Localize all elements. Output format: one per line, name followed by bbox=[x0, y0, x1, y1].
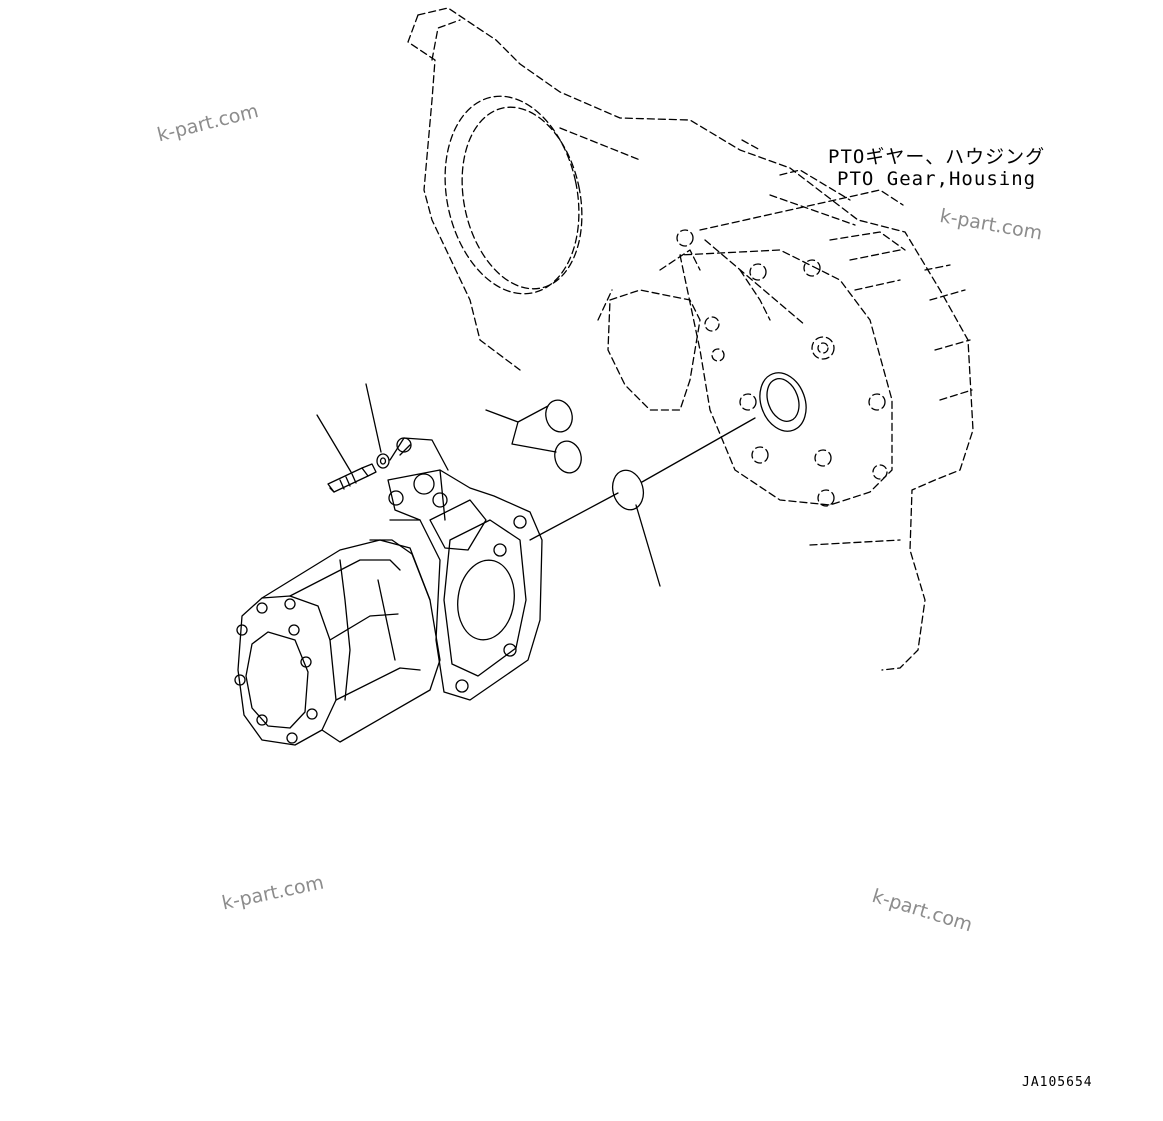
o-ring-upper bbox=[545, 399, 573, 433]
lock-washer bbox=[376, 453, 390, 469]
bolt-leader bbox=[316, 414, 352, 473]
leader-lines bbox=[316, 383, 756, 587]
drawing-id: JA105654 bbox=[1022, 1075, 1093, 1090]
mounting-bolt bbox=[327, 463, 377, 493]
o-ring-large bbox=[611, 469, 645, 511]
pto-gear-housing bbox=[407, 7, 974, 671]
o-ring-large-leader bbox=[635, 504, 661, 587]
seal-bore bbox=[759, 372, 807, 432]
label-japanese: PTOギヤー、ハウジング bbox=[828, 146, 1046, 168]
o-ring-lower bbox=[554, 440, 582, 474]
washer-leader bbox=[365, 383, 382, 453]
assembly-axis-line bbox=[529, 417, 756, 541]
label-english: PTO Gear,Housing bbox=[837, 168, 1037, 190]
pto-gear-housing-label: PTOギヤー、ハウジング PTO Gear,Housing bbox=[828, 146, 1045, 190]
gear-pump bbox=[234, 437, 543, 746]
o-ring-pair-leader bbox=[485, 405, 557, 453]
